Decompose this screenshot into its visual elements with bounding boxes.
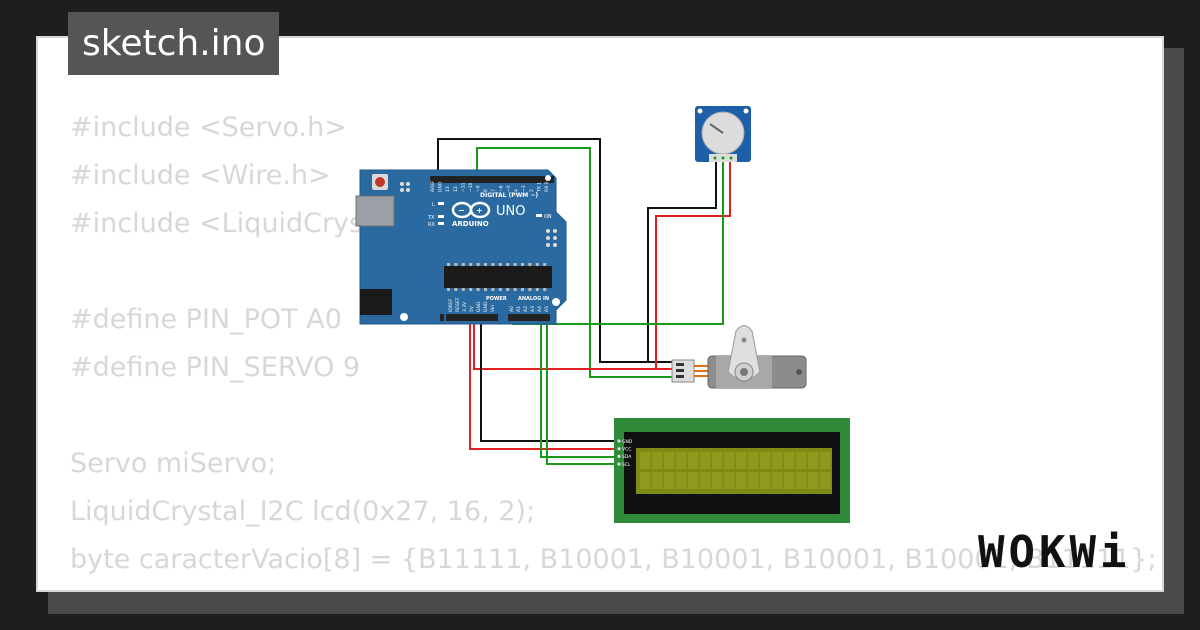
pin-label: A3	[530, 306, 536, 312]
pin-label: GND	[438, 181, 444, 192]
pin-label: 4	[514, 189, 520, 192]
lcd-pin-label: VCC	[622, 447, 631, 453]
icsp-header	[400, 182, 557, 247]
pin-label: RX 0	[544, 181, 550, 192]
code-line: #include <Servo.h>	[70, 112, 347, 143]
code-line: byte caracterVacio[8] = {B11111, B10001,…	[70, 544, 1157, 575]
code-line: #define PIN_SERVO 9	[70, 352, 361, 383]
pin-label: ~3	[521, 185, 527, 192]
pin-label: A4	[537, 306, 543, 312]
arduino-model: UNO	[496, 204, 525, 219]
code-line: Servo miServo;	[70, 448, 277, 479]
svg-text:−: −	[458, 206, 465, 215]
pin-label: 5V	[469, 305, 475, 312]
power-label: POWER	[486, 296, 507, 302]
pin-label: Vin	[490, 305, 496, 312]
pin-label: 3.3V	[462, 301, 468, 312]
digital-label: DIGITAL (PWM ~)	[480, 192, 538, 199]
svg-text:+: +	[476, 206, 483, 215]
pin-label: A0	[509, 306, 515, 312]
analog-label: ANALOG IN	[518, 296, 549, 302]
code-line: LiquidCrystal_I2C lcd(0x27, 16, 2);	[70, 496, 536, 527]
pin-label: ~11	[460, 182, 466, 192]
wire-pot-gnd	[647, 160, 717, 362]
wire-gnd-to-servo	[437, 138, 675, 363]
pin-label: A1	[516, 306, 522, 312]
svg-text:L: L	[432, 202, 435, 208]
on-led-label: ON	[544, 214, 552, 220]
pin-label: RESET	[455, 297, 461, 312]
lcd-pin-label: GND	[622, 439, 633, 445]
pin-label: ~9	[476, 185, 482, 192]
pin-label: A2	[523, 306, 529, 312]
analog-header	[508, 314, 550, 321]
pin-label: AREF	[430, 180, 436, 192]
wire-a5-to-scl	[546, 318, 618, 465]
pin-label: 8	[483, 189, 489, 192]
pin-label: 13	[445, 186, 451, 192]
pin-label: GND	[476, 301, 482, 312]
wire-a4-to-sda	[540, 318, 618, 458]
power-jack	[360, 289, 392, 315]
code-line: #define PIN_POT A0	[70, 304, 342, 335]
pin-label: IOREF	[448, 298, 454, 312]
wire-pot-signal-to-d9	[476, 147, 693, 378]
servo-motor[interactable]	[671, 325, 807, 389]
wokwi-logo: WOKWi	[978, 527, 1131, 578]
wire-5v-to-servo	[473, 318, 676, 370]
wire-5v-to-lcd	[469, 318, 618, 450]
wire-pot-vcc	[655, 160, 731, 369]
lcd-pin-label: SCL	[622, 462, 631, 468]
pin-label: ~10	[468, 182, 474, 192]
pin-label: 2	[529, 189, 535, 192]
arduino-logo-text: ARDUINO	[452, 220, 489, 228]
pin-label: 12	[453, 186, 459, 192]
pin-label: A5	[544, 306, 550, 312]
potentiometer[interactable]	[695, 106, 751, 162]
lcd-pin-label: SDA	[622, 454, 632, 460]
pin-label: 7	[491, 189, 497, 192]
pin-label: ~6	[498, 185, 504, 192]
pin-label: TX 1	[536, 182, 542, 193]
servo-horn	[727, 325, 761, 381]
svg-text:TX: TX	[427, 215, 435, 221]
power-header	[446, 314, 498, 321]
usb-port	[355, 195, 395, 227]
wire-gnd-to-lcd	[480, 318, 618, 442]
code-line: #include <Wire.h>	[70, 160, 331, 191]
svg-text:RX: RX	[428, 222, 435, 228]
project-title[interactable]: sketch.ino	[68, 12, 280, 75]
atmega-chip	[444, 266, 552, 288]
pin-label: GND	[483, 301, 489, 312]
pin-label: ~5	[506, 185, 512, 192]
digital-header	[430, 176, 554, 183]
arduino-logo: − +	[451, 201, 491, 219]
